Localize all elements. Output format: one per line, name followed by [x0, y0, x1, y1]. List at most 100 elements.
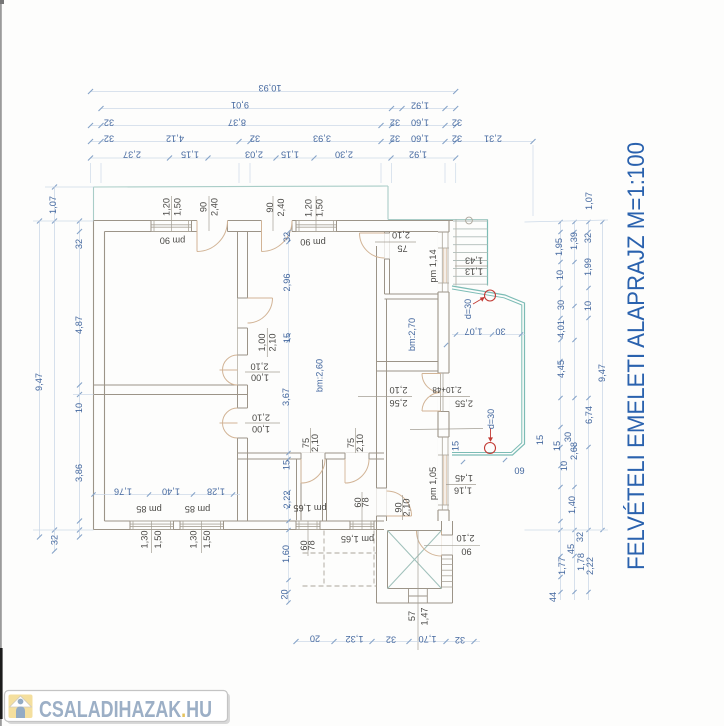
svg-text:32: 32 [452, 133, 462, 143]
svg-text:1,00: 1,00 [252, 424, 270, 434]
svg-text:10: 10 [559, 461, 569, 471]
svg-text:4,01: 4,01 [556, 320, 566, 338]
svg-text:1,30: 1,30 [140, 531, 150, 549]
svg-text:1,16: 1,16 [454, 485, 472, 495]
svg-text:4,12: 4,12 [166, 133, 184, 143]
svg-text:9,47: 9,47 [597, 364, 607, 382]
svg-text:30: 30 [556, 300, 566, 310]
svg-text:1,07: 1,07 [584, 192, 594, 210]
svg-text:1,95: 1,95 [554, 238, 564, 256]
svg-text:2,68: 2,68 [569, 442, 579, 460]
svg-text:8,37: 8,37 [228, 117, 246, 127]
svg-text:1,78: 1,78 [576, 553, 586, 571]
svg-text:2,10: 2,10 [310, 434, 320, 452]
svg-text:1,15: 1,15 [181, 149, 199, 159]
svg-text:2,10: 2,10 [457, 533, 475, 543]
svg-text:15: 15 [451, 441, 461, 451]
svg-text:90: 90 [461, 546, 471, 556]
svg-text:1,30: 1,30 [189, 531, 199, 549]
svg-text:2,37: 2,37 [123, 149, 141, 159]
svg-text:30: 30 [563, 432, 573, 442]
svg-text:1,50: 1,50 [315, 199, 325, 217]
svg-text:32: 32 [390, 133, 400, 143]
svg-text:1,39: 1,39 [569, 232, 579, 250]
svg-text:3,67: 3,67 [281, 388, 291, 406]
svg-text:2,10: 2,10 [390, 385, 408, 395]
svg-text:15: 15 [552, 441, 562, 451]
svg-text:20: 20 [280, 589, 290, 599]
svg-text:1,20: 1,20 [162, 198, 172, 216]
svg-text:1,50: 1,50 [202, 531, 212, 549]
svg-text:1,60: 1,60 [281, 545, 291, 563]
svg-text:32: 32 [74, 239, 84, 249]
svg-text:44: 44 [548, 592, 558, 602]
svg-text:9,47: 9,47 [34, 373, 44, 391]
svg-text:32: 32 [250, 133, 260, 143]
svg-text:1,40: 1,40 [162, 486, 180, 496]
svg-text:pm 1,05: pm 1,05 [428, 467, 438, 500]
svg-text:1,13: 1,13 [465, 266, 483, 276]
svg-text:9,01: 9,01 [231, 100, 249, 110]
svg-text:2,10: 2,10 [392, 230, 410, 240]
svg-text:1,07: 1,07 [48, 196, 58, 214]
svg-text:32: 32 [455, 635, 465, 645]
svg-text:pm 1,65: pm 1,65 [293, 503, 326, 513]
svg-text:2,10: 2,10 [251, 361, 269, 371]
svg-text:1,60: 1,60 [411, 133, 429, 143]
svg-text:1,76: 1,76 [114, 486, 132, 496]
svg-text:75: 75 [397, 243, 407, 253]
svg-text:4,45: 4,45 [556, 360, 566, 378]
svg-text:10: 10 [74, 403, 84, 413]
svg-text:2,10+48: 2,10+48 [432, 385, 462, 394]
svg-text:2,22: 2,22 [585, 557, 595, 575]
svg-text:57: 57 [407, 611, 417, 621]
svg-text:pm 1,14: pm 1,14 [428, 249, 438, 282]
svg-text:78: 78 [307, 540, 317, 550]
svg-text:1,43: 1,43 [465, 255, 483, 265]
svg-text:75: 75 [301, 438, 311, 448]
svg-text:1,28: 1,28 [207, 486, 225, 496]
svg-text:bm:2,70: bm:2,70 [407, 318, 417, 351]
svg-text:90: 90 [265, 202, 275, 212]
svg-text:2,10: 2,10 [268, 334, 278, 352]
svg-text:2,40: 2,40 [210, 198, 220, 216]
svg-text:32: 32 [386, 634, 396, 644]
svg-text:60: 60 [514, 465, 524, 475]
svg-text:1,07: 1,07 [465, 326, 483, 336]
svg-text:1,47: 1,47 [420, 608, 430, 626]
svg-text:pm 85: pm 85 [185, 504, 211, 514]
svg-text:2,30: 2,30 [335, 149, 353, 159]
svg-text:32: 32 [50, 535, 60, 545]
svg-text:15: 15 [282, 460, 292, 470]
svg-text:32: 32 [583, 233, 593, 243]
svg-text:1,40: 1,40 [567, 496, 577, 514]
svg-text:3,86: 3,86 [74, 464, 84, 482]
svg-text:d=30: d=30 [486, 409, 496, 429]
svg-text:75: 75 [346, 438, 356, 448]
svg-text:32: 32 [452, 117, 462, 127]
svg-text:1,50: 1,50 [153, 531, 163, 549]
svg-text:pm 85: pm 85 [136, 504, 162, 514]
svg-text:2,10: 2,10 [355, 434, 365, 452]
svg-text:pm 90: pm 90 [300, 237, 326, 247]
svg-text:1,99: 1,99 [583, 258, 593, 276]
svg-text:2,55: 2,55 [455, 398, 473, 408]
svg-text:6,74: 6,74 [584, 406, 594, 424]
svg-text:32: 32 [104, 133, 114, 143]
svg-text:2,03: 2,03 [245, 149, 263, 159]
svg-text:CSALADIHAZAK.HU: CSALADIHAZAK.HU [39, 696, 212, 722]
svg-text:90: 90 [394, 502, 404, 512]
svg-text:10,93: 10,93 [259, 83, 282, 93]
svg-text:30: 30 [495, 326, 505, 336]
svg-text:1,15: 1,15 [281, 149, 299, 159]
svg-text:60: 60 [353, 497, 363, 507]
svg-text:1,50: 1,50 [173, 198, 183, 216]
svg-text:2,31: 2,31 [484, 133, 502, 143]
svg-text:4,87: 4,87 [74, 316, 84, 334]
svg-text:32: 32 [282, 232, 292, 242]
svg-text:10: 10 [583, 301, 593, 311]
svg-text:FELVÉTELI EMELETI ALAPRAJZ M=1: FELVÉTELI EMELETI ALAPRAJZ M=1:100 [623, 142, 650, 570]
svg-text:1,00: 1,00 [251, 372, 269, 382]
svg-text:1,92: 1,92 [409, 149, 427, 159]
svg-text:1,00: 1,00 [257, 334, 267, 352]
